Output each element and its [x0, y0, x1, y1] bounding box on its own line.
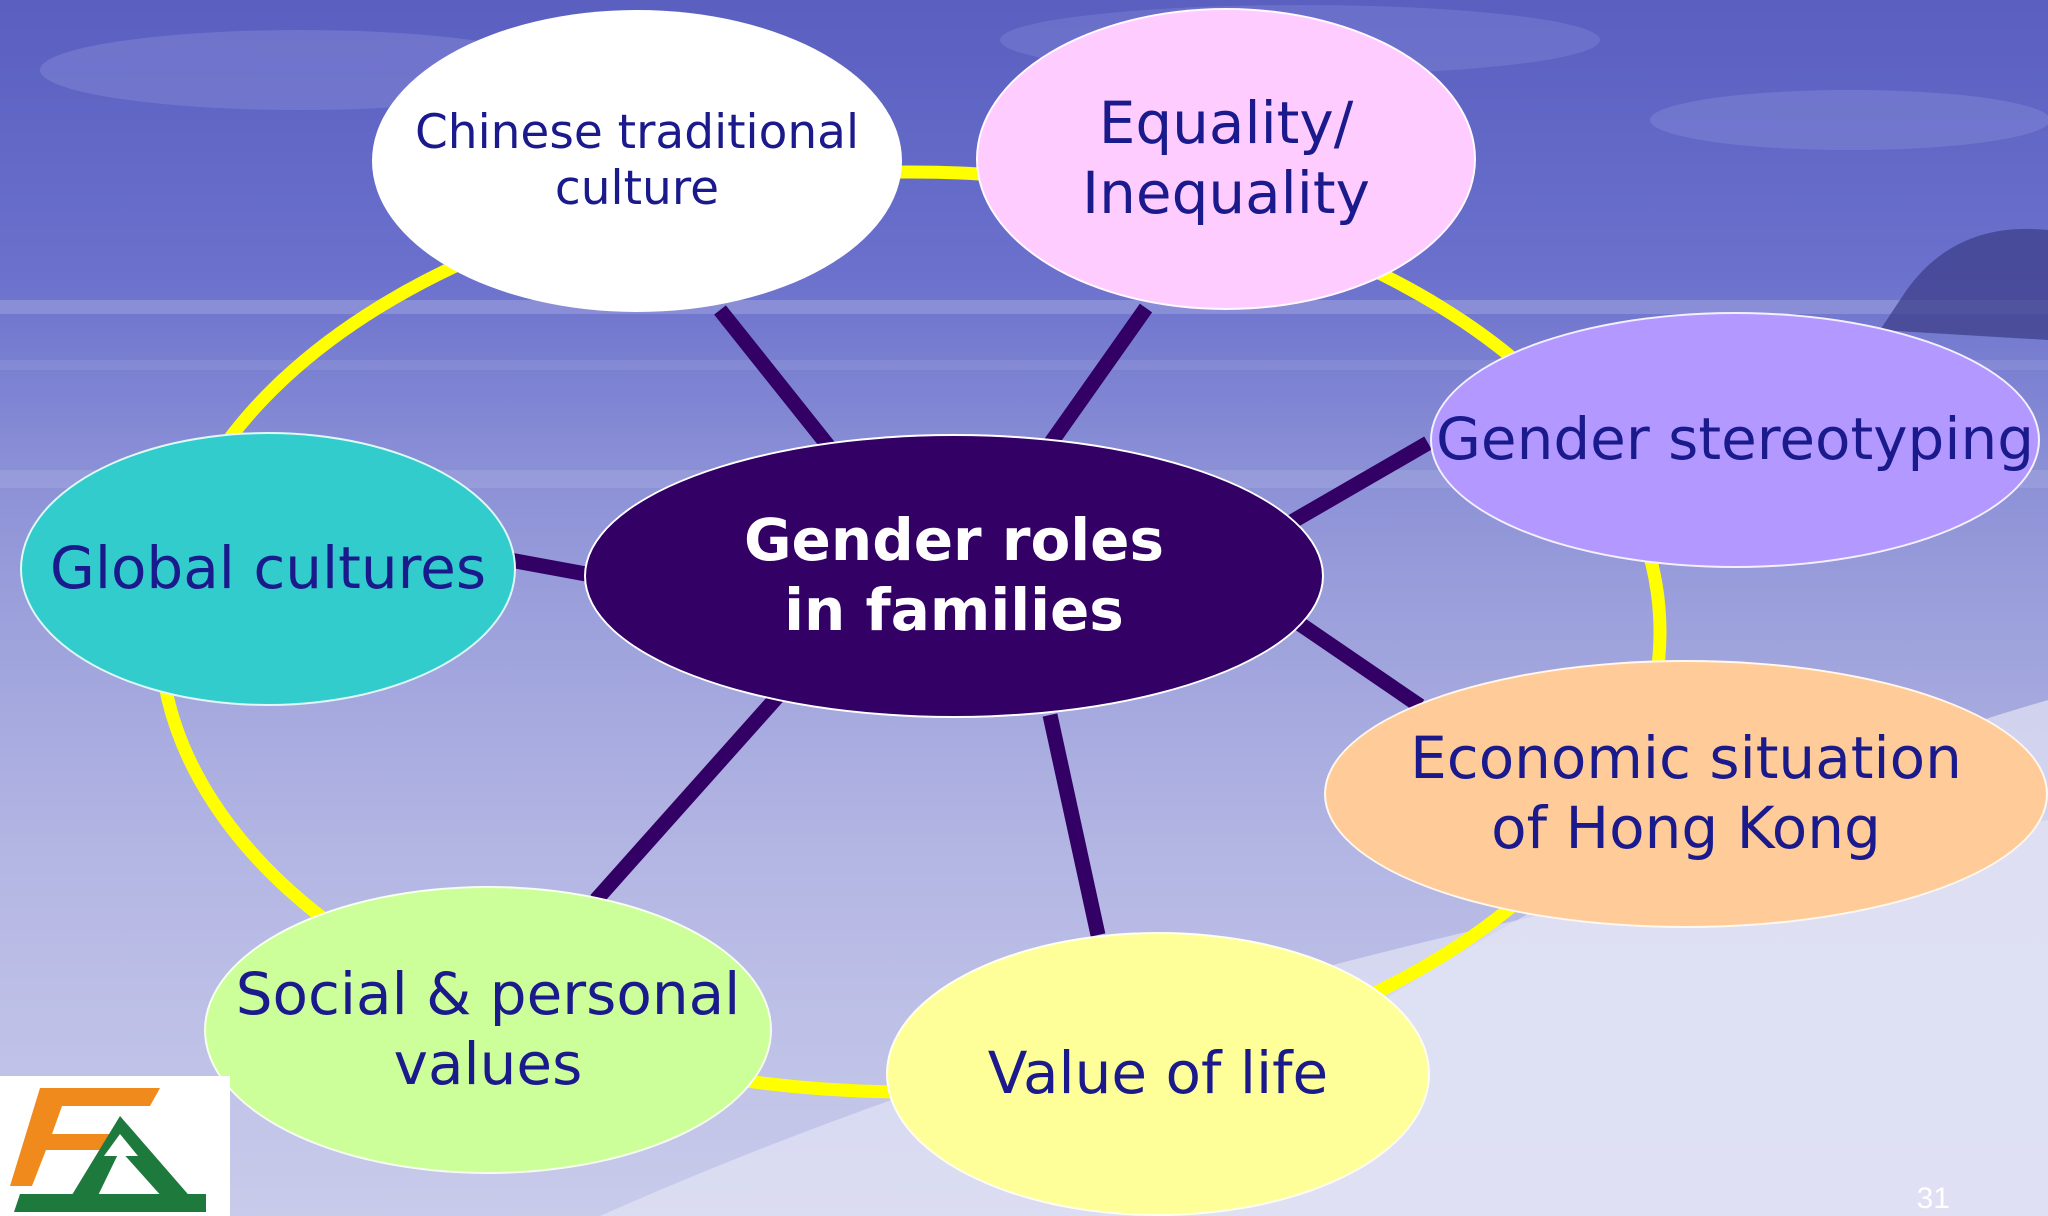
center-node-gender-roles: Gender roles in families	[584, 434, 1324, 718]
center-label-line2: in families	[784, 576, 1124, 644]
ea-logo-graphic	[10, 1088, 206, 1212]
node-chinese-traditional-culture: Chinese traditional culture	[372, 10, 902, 312]
node-equality-inequality: Equality/ Inequality	[976, 8, 1476, 310]
node-label-line1: Gender stereotyping	[1435, 405, 2035, 474]
node-gender-stereotyping: Gender stereotyping	[1430, 312, 2040, 568]
node-label-line2: of Hong Kong	[1491, 794, 1881, 862]
node-economic-situation: Economic situation of Hong Kong	[1324, 660, 2048, 928]
connector-value	[1042, 713, 1106, 937]
center-label-line1: Gender roles	[743, 506, 1165, 575]
connector-economic	[1295, 617, 1425, 713]
ea-logo-icon	[0, 1076, 230, 1216]
node-label-line1: Global cultures	[49, 534, 487, 603]
node-global-cultures: Global cultures	[20, 432, 516, 706]
connector-social	[590, 691, 784, 905]
connector-stereotyping	[1284, 436, 1432, 531]
connector-global	[508, 552, 588, 582]
node-label-line1: Value of life	[987, 1039, 1329, 1108]
node-label-line1: Social & personal	[235, 960, 741, 1029]
node-label-line1: Chinese traditional	[414, 104, 860, 160]
connector-chinese	[714, 305, 836, 453]
page-number: 31	[1916, 1182, 1950, 1215]
node-label-line2: values	[393, 1030, 583, 1098]
node-social-personal-values: Social & personal values	[204, 886, 772, 1174]
node-label-line2: Inequality	[1082, 159, 1370, 227]
connector-equality	[1043, 303, 1153, 449]
node-label-line1: Economic situation	[1410, 724, 1962, 793]
node-label-line1: Equality/	[1098, 89, 1354, 158]
node-label-line2: culture	[554, 161, 720, 216]
node-value-of-life: Value of life	[886, 932, 1430, 1216]
